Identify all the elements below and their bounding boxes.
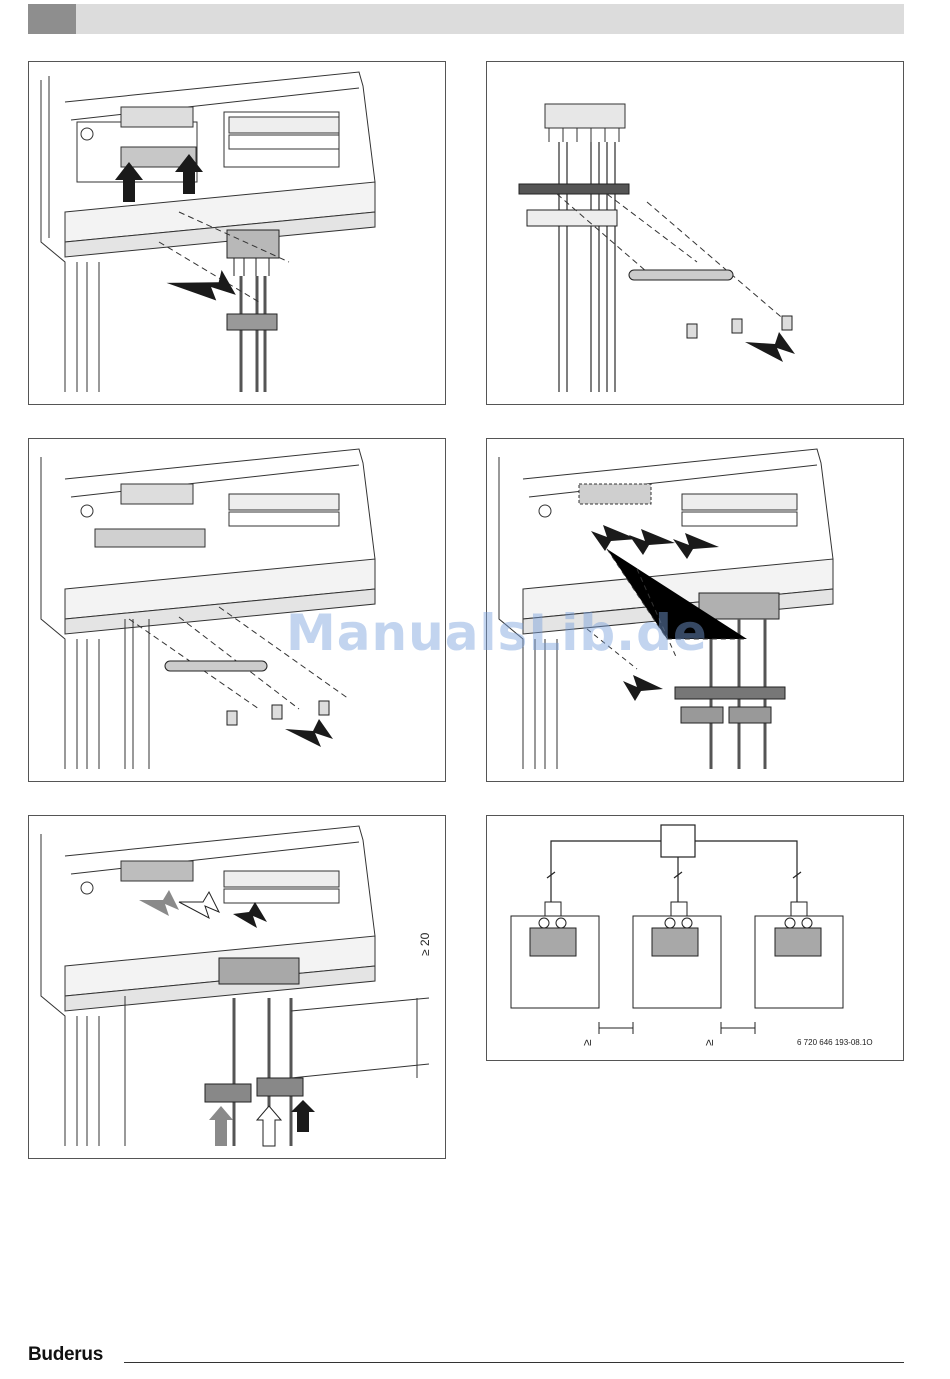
cable-clamp-icon — [519, 184, 629, 226]
figure-reference: 6 720 646 193-08.1O — [797, 1038, 873, 1047]
arrow-diagonal-icon — [745, 332, 795, 362]
figure-panel-5: ≥ 20 — [28, 815, 446, 1159]
device-module — [633, 902, 721, 1008]
terminal-block-icon — [95, 484, 339, 547]
cable-clamp-icon — [227, 314, 277, 330]
figure-panel-2 — [486, 61, 904, 405]
device-module — [755, 902, 843, 1008]
strain-relief-bar — [675, 687, 785, 699]
footer-divider — [124, 1362, 904, 1363]
dimension-label: ≥ 20 — [418, 932, 432, 956]
figure-panel-6: ≥ ≥ 6 720 646 193-08.1O — [486, 815, 904, 1061]
illustration-cable-length-dimension: ≥ 20 — [29, 816, 446, 1159]
illustration-unit-connector-insert — [29, 62, 446, 405]
cable-clamp-icon — [205, 1078, 303, 1102]
screw-icon — [687, 316, 792, 338]
controller-box — [661, 825, 695, 857]
screw-icon — [227, 701, 329, 725]
watermark-text: ManualsLib.de — [286, 604, 666, 674]
strain-relief-bar — [165, 661, 267, 671]
terminal-block-icon — [545, 104, 625, 142]
arrow-diagonal-icon — [285, 719, 333, 747]
header-section-tab — [28, 4, 76, 34]
spacing-label-1: ≥ — [580, 1039, 594, 1046]
terminal-block-icon — [121, 107, 339, 167]
cable-clamp-icon — [681, 707, 771, 723]
device-module — [511, 902, 599, 1008]
spacing-label-2: ≥ — [702, 1039, 716, 1046]
wiring-diagram: ≥ ≥ 6 720 646 193-08.1O — [487, 816, 904, 1061]
illustration-connector-with-clamp-bar — [487, 62, 904, 405]
brand-logo: Buderus — [28, 1344, 103, 1366]
arrow-diagonal-icon — [166, 269, 236, 305]
figure-panel-1 — [28, 61, 446, 405]
page-header-bar — [28, 4, 904, 34]
strain-relief-bar — [629, 270, 733, 280]
arrow-up-icon — [209, 1100, 315, 1146]
